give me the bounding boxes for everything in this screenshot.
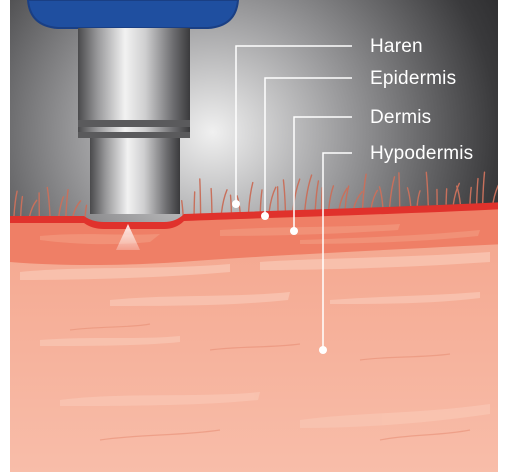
label-hair: Haren <box>370 36 423 57</box>
hair-strand <box>399 173 400 206</box>
label-hypodermis: Hypodermis <box>370 143 473 164</box>
leader-dot-hypodermis <box>319 346 327 354</box>
leader-dot-dermis <box>290 227 298 235</box>
right-border <box>498 0 506 472</box>
hair-strand <box>322 188 323 209</box>
hair-strand <box>200 179 201 213</box>
leader-dot-hair <box>232 200 240 208</box>
left-border <box>0 0 10 472</box>
hair-strand <box>231 195 232 212</box>
label-epidermis: Epidermis <box>370 68 456 89</box>
hair-strand <box>446 189 447 204</box>
hair-strand <box>211 189 212 213</box>
label-dermis: Dermis <box>370 107 431 128</box>
leader-dot-epidermis <box>261 212 269 220</box>
hair-strand <box>194 192 195 214</box>
